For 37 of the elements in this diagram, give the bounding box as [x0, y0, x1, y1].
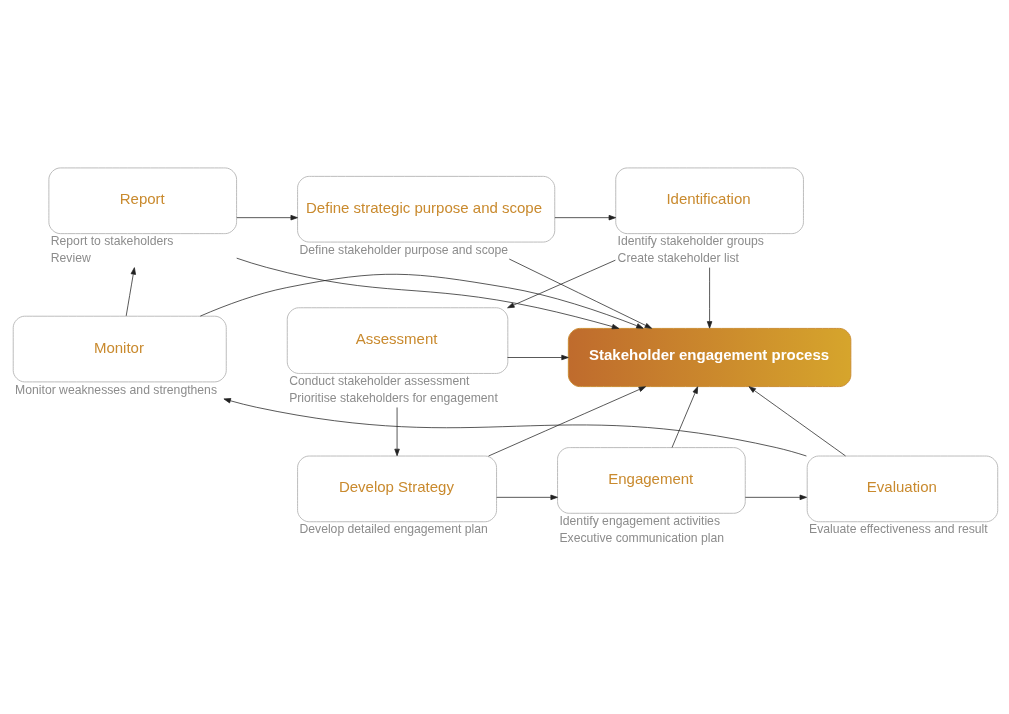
node-label: Conduct stakeholder assessment	[288, 373, 469, 388]
node-label: Evaluate effectiveness and result	[808, 521, 988, 536]
node-label: Develop detailed engagement plan	[298, 521, 488, 536]
arrow	[706, 266, 712, 329]
arrow	[125, 266, 136, 316]
node-label: Identify stakeholder groups	[617, 233, 764, 248]
arrow	[393, 406, 400, 456]
node-box: Develop Strategy	[296, 455, 497, 522]
node-label: Report to stakeholders	[50, 233, 173, 248]
node-box: Report	[47, 166, 237, 234]
arrow	[508, 258, 652, 329]
arrow	[223, 397, 807, 456]
node-box: Define strategic purpose and scope	[296, 175, 555, 243]
node-label: Prioritise stakeholders for engagement	[288, 390, 498, 405]
node-label: Identify engagement activities	[558, 513, 720, 528]
node-label: Review	[50, 250, 91, 265]
node-box: Monitor	[12, 315, 227, 382]
node-label: Monitor weaknesses and strengthens	[14, 382, 217, 397]
arrow	[506, 354, 569, 360]
node-box: Stakeholder engagement process	[567, 327, 851, 387]
arrow	[495, 494, 558, 500]
arrow	[506, 259, 616, 308]
node-label: Create stakeholder list	[617, 250, 739, 265]
node-box: Engagement	[556, 446, 746, 514]
arrow	[235, 214, 298, 220]
arrow	[744, 494, 807, 500]
node-box: Evaluation	[806, 455, 998, 522]
node-box: Assessment	[286, 306, 508, 374]
arrow	[199, 273, 644, 329]
arrow	[554, 214, 616, 220]
arrow	[671, 385, 698, 448]
node-label: Define stakeholder purpose and scope	[298, 242, 508, 257]
node-label: Executive communication plan	[558, 530, 724, 545]
arrow	[235, 257, 619, 329]
arrow	[487, 385, 646, 456]
arrow	[748, 385, 846, 456]
node-box: Identification	[614, 166, 804, 234]
